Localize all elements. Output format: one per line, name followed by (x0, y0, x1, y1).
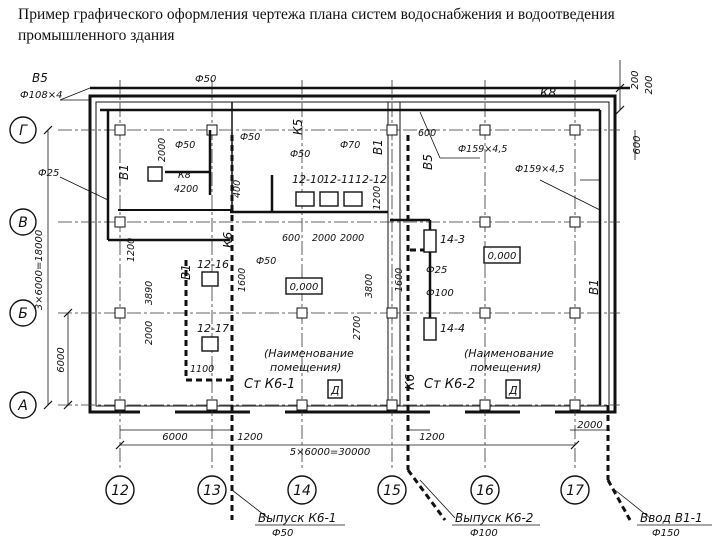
elev-2: 0,000 (488, 251, 517, 262)
inlet-v1-1-size: Ф150 (652, 528, 680, 539)
dimension-lines (47, 60, 636, 446)
axis-bubbles-rows (9, 116, 37, 419)
dim-1200-left: 1200 (237, 432, 262, 443)
axis-label-17: 17 (566, 483, 584, 499)
pipe-k5: К5 (291, 119, 305, 135)
axis-label-15: 15 (383, 483, 401, 499)
dim-top-200b: 200 (644, 75, 655, 94)
pipe-v1-right: В1 (587, 279, 601, 295)
equip-14-4: 14-4 (440, 322, 465, 335)
dim-6000: 6000 (162, 432, 187, 443)
pipe-v5-mid: В5 (421, 154, 435, 170)
pipe-v5-size: Ф108×4 (20, 90, 62, 101)
pipe-k6-bottom: К6 (403, 373, 417, 390)
building-columns (114, 124, 581, 411)
axis-label-14: 14 (293, 483, 311, 499)
equipment-boxes (147, 166, 521, 399)
pipe-v5: В5 (32, 71, 48, 85)
label-f50-b: Ф50 (240, 132, 260, 143)
pipe-f50-top: Ф50 (195, 74, 216, 85)
dim-1200-right: 1200 (419, 432, 444, 443)
caption-line-2: промышленного здания (18, 27, 175, 44)
pipe-f25-left: Ф25 (38, 168, 59, 179)
label-f159-b: Ф159×4,5 (515, 164, 564, 175)
label-f50-a: Ф50 (175, 140, 195, 151)
label-f25-b: Ф25 (426, 265, 447, 276)
axis-label-g: Г (19, 123, 28, 139)
axis-label-16: 16 (476, 483, 494, 499)
pipe-v1-left: В1 (117, 164, 131, 180)
leader-lines (59, 87, 651, 519)
axis-label-12: 12 (111, 483, 129, 499)
label-k8-num: 4200 (174, 184, 198, 195)
dim-right-600: 600 (632, 135, 643, 154)
sewer-pipes (184, 135, 632, 521)
dim-rows-total: 3×6000=18000 (34, 230, 45, 310)
axis-bubbles-columns (105, 475, 590, 505)
axis-label-13: 13 (203, 483, 221, 499)
stack-k6-1: Ст К6-1 (244, 377, 295, 392)
outlet-k6-1: Выпуск К6-1 (258, 511, 336, 525)
axis-label-a: А (17, 398, 28, 414)
pipe-v1-small: В1 (179, 264, 193, 280)
equip-12-10: 12-10 (292, 173, 324, 186)
outlet-k6-2-size: Ф100 (470, 528, 498, 539)
dimension-ticks (43, 83, 625, 450)
inlet-v1-1: Ввод В1-1 (640, 511, 703, 525)
label-1600b: 1600 (394, 268, 405, 292)
label-600b: 600 (282, 233, 300, 244)
dim-top-200a: 200 (630, 70, 641, 89)
label-1600: 1600 (237, 268, 248, 292)
label-2000d: 2000 (340, 233, 364, 244)
axis-label-b: Б (18, 306, 28, 322)
equip-12-12: 12-12 (355, 173, 387, 186)
pipe-k8: К8 (540, 86, 557, 100)
room2-name-b: помещения) (470, 361, 541, 374)
label-f70: Ф70 (340, 140, 360, 151)
elev-1: 0,000 (290, 282, 319, 293)
room1-name-a: (Наименование (264, 347, 354, 360)
dim-2000-right: 2000 (577, 420, 602, 431)
dim-row-6000: 6000 (56, 347, 67, 372)
outlet-k6-2: Выпуск К6-2 (455, 511, 533, 525)
label-2000: 2000 (157, 138, 168, 162)
room1-name-b: помещения) (270, 361, 341, 374)
label-3890: 3890 (144, 281, 155, 305)
water-pipes (90, 86, 630, 405)
label-400: 400 (232, 180, 243, 198)
label-1100: 1100 (190, 364, 214, 375)
equip-12-11: 12-11 (323, 173, 355, 186)
building-walls (88, 94, 617, 414)
label-k8-small: К8 (178, 170, 191, 181)
caption: Пример графического оформления чертежа п… (18, 4, 718, 46)
label-f159: Ф159×4,5 (458, 144, 507, 155)
label-f50-c: Ф50 (290, 149, 310, 160)
stack-k6-2: Ст К6-2 (424, 377, 475, 392)
label-1200a: 1200 (372, 186, 383, 210)
room2-name-a: (Наименование (464, 347, 554, 360)
label-600: 600 (418, 128, 436, 139)
label-f100: Ф100 (426, 288, 454, 299)
label-2000b: 2000 (144, 321, 155, 345)
label-2700: 2700 (352, 316, 363, 340)
equip-12-17: 12-17 (197, 322, 229, 335)
label-3800: 3800 (364, 274, 375, 298)
axis-label-v: В (18, 215, 28, 231)
label-1200b: 1200 (126, 238, 137, 262)
label-f50-d: Ф50 (256, 256, 276, 267)
dim-bays-total: 5×6000=30000 (290, 447, 370, 458)
equip-14-3: 14-3 (440, 233, 465, 246)
outlet-k6-1-size: Ф50 (272, 528, 293, 539)
pipe-k6-mid: К6 (221, 231, 235, 248)
drain-mark-1: Д (330, 384, 340, 397)
drain-mark-2: Д (508, 384, 518, 397)
pipe-v1-mid: В1 (371, 139, 385, 155)
caption-line-1: Пример графического оформления чертежа п… (18, 6, 615, 23)
label-2000c: 2000 (312, 233, 336, 244)
equip-12-16: 12-16 (197, 258, 229, 271)
